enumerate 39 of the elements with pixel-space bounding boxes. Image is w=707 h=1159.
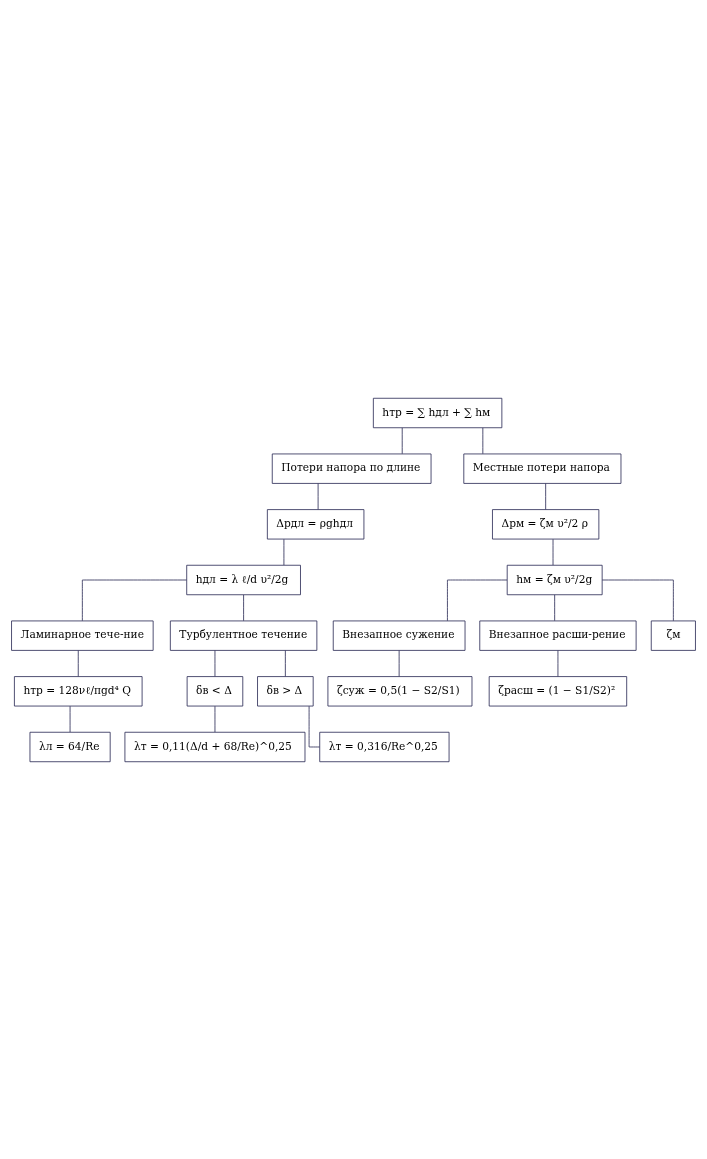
node-box: δв > Δ [257,675,314,706]
node-box: Местные потери напора [463,453,622,484]
connector [398,649,400,677]
node-box: λт = 0,11(Δ/d + 68/Re)^0,25 [124,731,306,762]
node-box: ζрасш = (1 − S1/S2)² [488,675,628,706]
node-box: Δpдл = ρghдл [266,508,365,539]
connector [447,579,508,621]
connector [81,579,187,621]
connector [601,579,674,621]
connector [284,649,286,677]
connector [552,538,554,565]
node-box: Внезапное расши-рение [479,620,637,651]
connector [214,649,216,677]
node-box: λт = 0,316/Re^0,25 [319,731,450,762]
connector [69,705,71,732]
node-box: Δpм = ζм υ²/2 ρ [492,508,600,539]
node-box: hтр = 128νℓ/πgd⁴ Q [14,675,143,706]
node-box: λл = 64/Re [29,731,111,762]
connector [554,594,556,621]
connector [214,705,216,732]
node-box: hдл = λ ℓ/d υ²/2g [186,564,301,595]
connector [283,538,285,565]
node-box: δв < Δ [186,675,244,706]
connector [308,705,320,747]
connector [317,482,319,510]
node-box: Ламинарное тече-ние [11,620,154,651]
connector [77,649,79,677]
connector [243,594,244,621]
connector [557,649,559,677]
node-box: ζсуж = 0,5(1 − S2/S1) [327,675,473,706]
node-box: Внезапное сужение [332,620,466,651]
connector [482,427,484,454]
node-box: ζм [650,620,696,651]
node-box: Турбулентное течение [169,620,318,651]
connector [401,427,403,454]
connector [545,482,547,510]
node-box: hтр = ∑ hдл + ∑ hм [372,397,503,428]
node-box: hм = ζм υ²/2g [506,564,603,595]
node-box: Потери напора по длине [271,453,432,484]
